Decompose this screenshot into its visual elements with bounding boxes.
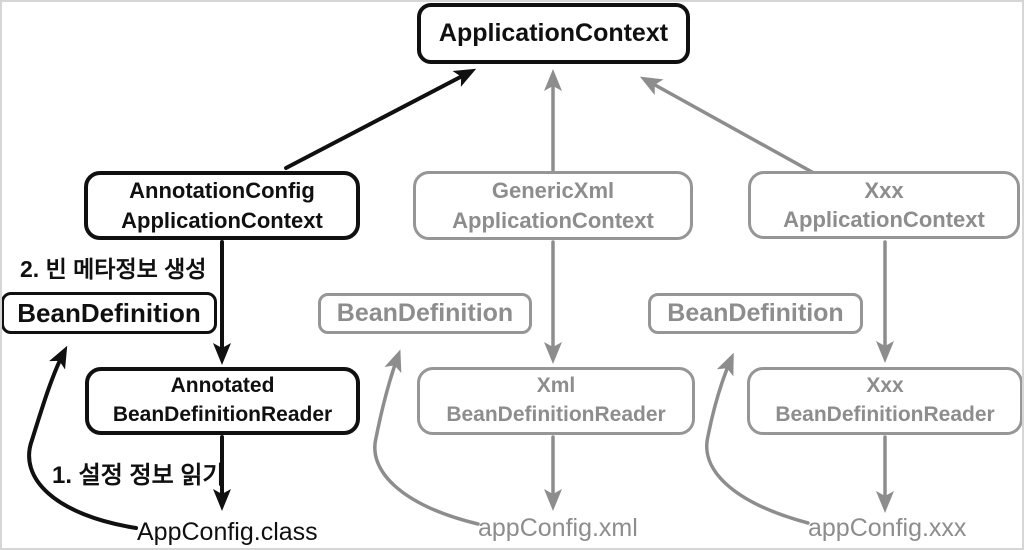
arrow-appconfig-class-to-beandefinition	[27, 345, 138, 530]
label-appconfig-class: AppConfig.class	[137, 518, 318, 546]
box-genericxml-applicationcontext: GenericXml ApplicationContext	[413, 171, 693, 240]
label-appconfig-xml: appConfig.xml	[478, 514, 638, 542]
box-xxx-beandefinitionreader: Xxx BeanDefinitionReader	[747, 367, 1023, 435]
arrow-appconfig-xxx-to-beandefinition	[705, 352, 810, 525]
box-xml-beandefinitionreader: Xml BeanDefinitionReader	[417, 367, 695, 435]
arrow-appconfig-xml-to-beandefinition	[373, 349, 480, 526]
box-beandefinition-active: BeanDefinition	[1, 292, 217, 334]
box-application-context: ApplicationContext	[417, 3, 690, 64]
annotation-step1-read-config: 1. 설정 정보 읽기	[52, 462, 225, 489]
box-beandefinition-xxx: BeanDefinition	[648, 293, 863, 334]
box-annotationconfig-applicationcontext: AnnotationConfig ApplicationContext	[84, 171, 360, 240]
box-beandefinition-xml: BeanDefinition	[318, 293, 532, 334]
box-annotated-beandefinitionreader: Annotated BeanDefinitionReader	[85, 367, 360, 435]
box-xxx-applicationcontext: Xxx ApplicationContext	[748, 171, 1020, 239]
arrow-annotationconfig-to-applicationcontext	[284, 68, 477, 170]
label-appconfig-xxx: appConfig.xxx	[808, 514, 967, 542]
annotation-step2-create-bean-metadata: 2. 빈 메타정보 생성	[20, 256, 207, 282]
arrow-xxxcontext-to-applicationcontext	[639, 76, 814, 174]
